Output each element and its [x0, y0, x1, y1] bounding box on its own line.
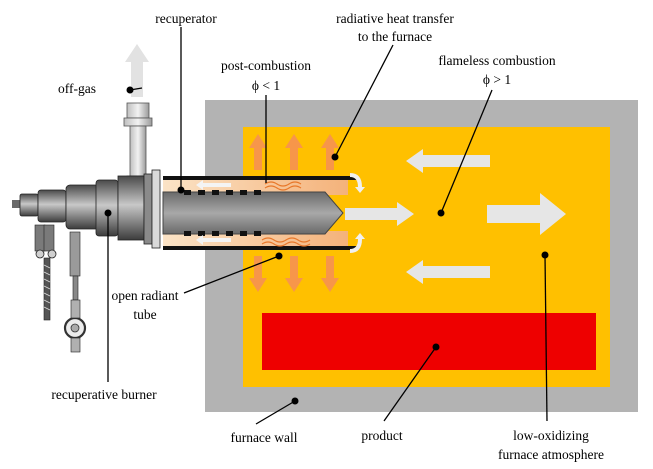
label-product: product [361, 428, 402, 443]
label-low-oxidizing-line2: furnace atmosphere [498, 447, 604, 462]
label-flameless-phi: ϕ > 1 [483, 72, 511, 87]
label-low-oxidizing-line1: low-oxidizing [513, 428, 589, 443]
recuperative-burner [12, 169, 161, 353]
leader-lines [107, 27, 548, 425]
product [262, 313, 596, 370]
label-radiative-line2: to the furnace [358, 29, 432, 44]
label-radiative-line1: radiative heat transfer [336, 11, 454, 26]
off-gas-stack [123, 102, 153, 183]
label-flameless-combustion: flameless combustion [438, 53, 556, 68]
label-recuperative-burner: recuperative burner [51, 387, 157, 402]
label-post-combustion: post-combustion [221, 58, 311, 73]
label-post-combustion-phi: ϕ < 1 [252, 78, 280, 93]
label-open-radiant-tube-line1: open radiant [111, 288, 178, 303]
label-furnace-wall: furnace wall [230, 430, 297, 445]
leader-dots [104, 86, 549, 405]
label-off-gas: off-gas [58, 81, 96, 96]
open-radiant-tube [162, 173, 365, 253]
radiation-arrows [249, 134, 339, 292]
label-recuperator: recuperator [155, 11, 217, 26]
off-gas-arrow [125, 44, 149, 97]
flow-arrows [345, 149, 566, 284]
label-open-radiant-tube-line2: tube [133, 307, 156, 322]
